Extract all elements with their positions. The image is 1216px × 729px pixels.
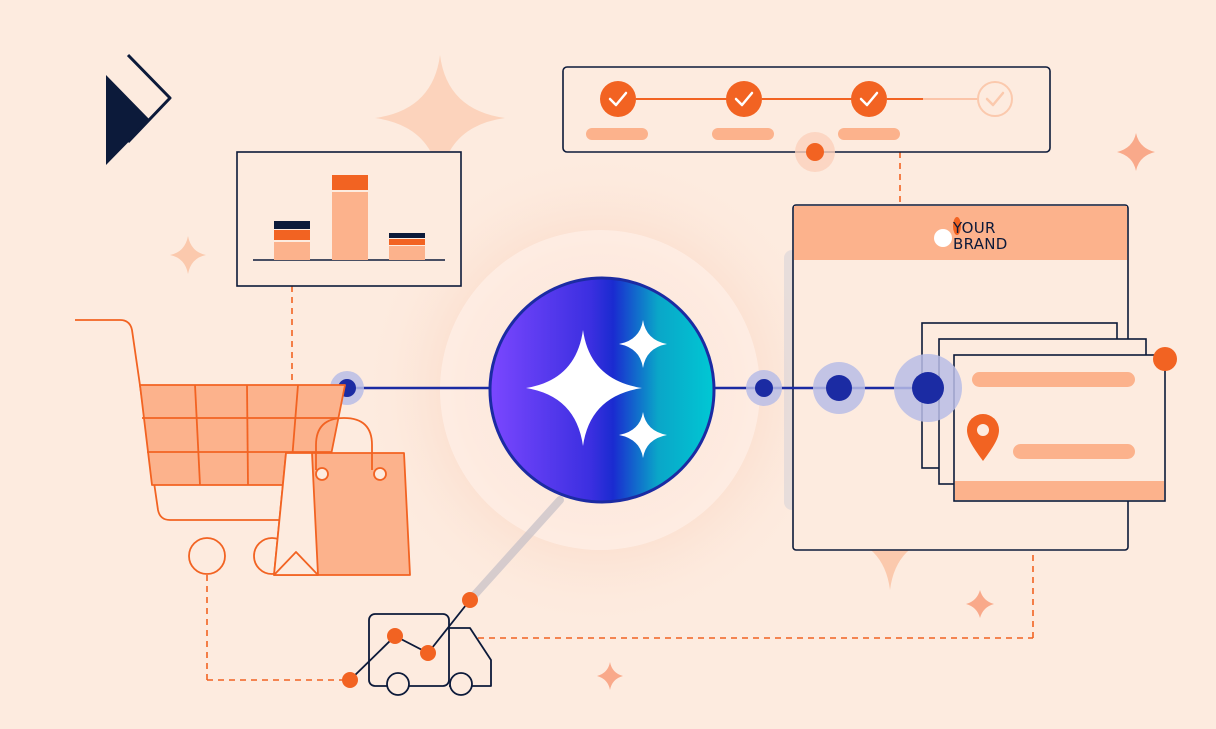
- brand-name-line: BRAND: [953, 235, 1008, 253]
- sparkle-icon: [170, 236, 206, 274]
- bar-chart-card: [236, 151, 462, 287]
- location-cards: [921, 322, 1177, 502]
- sparkle-icon: [597, 662, 623, 690]
- progress-step-complete: [838, 81, 900, 140]
- checkmark-icon: [985, 91, 1005, 107]
- sparkle-ai-icon: [619, 320, 667, 368]
- checkmark-icon: [734, 91, 754, 107]
- notification-dot: [1153, 347, 1177, 371]
- sparkle-ai-icon: [526, 330, 642, 446]
- checkmark-icon: [608, 91, 628, 107]
- tracker-anchor-dot: [806, 143, 824, 161]
- ai-orb: [488, 276, 716, 504]
- progress-step-pending: [977, 81, 1013, 117]
- sparkle-ai-icon: [619, 412, 667, 458]
- checkmark-icon: [859, 91, 879, 107]
- sparkle-icon: [1117, 133, 1155, 171]
- location-pin-icon: [967, 414, 999, 461]
- progress-step-complete: [712, 81, 774, 140]
- progress-tracker-card: [562, 66, 1051, 172]
- magnifier-handle: [466, 496, 564, 604]
- chart-bar: [389, 233, 425, 260]
- sparkle-icon: [966, 590, 994, 618]
- trend-line: [342, 592, 478, 688]
- chart-bar: [274, 221, 310, 260]
- logo-icon: [106, 53, 172, 165]
- brand-name: YOUR BRAND: [953, 220, 1008, 252]
- progress-step-complete: [586, 81, 648, 140]
- brand-logo-icon: [934, 217, 961, 247]
- shopping-bag-icon: [273, 417, 411, 576]
- sparkle-icon: [375, 55, 505, 182]
- brand-name-line: YOUR: [953, 219, 996, 237]
- chart-bar: [332, 175, 368, 260]
